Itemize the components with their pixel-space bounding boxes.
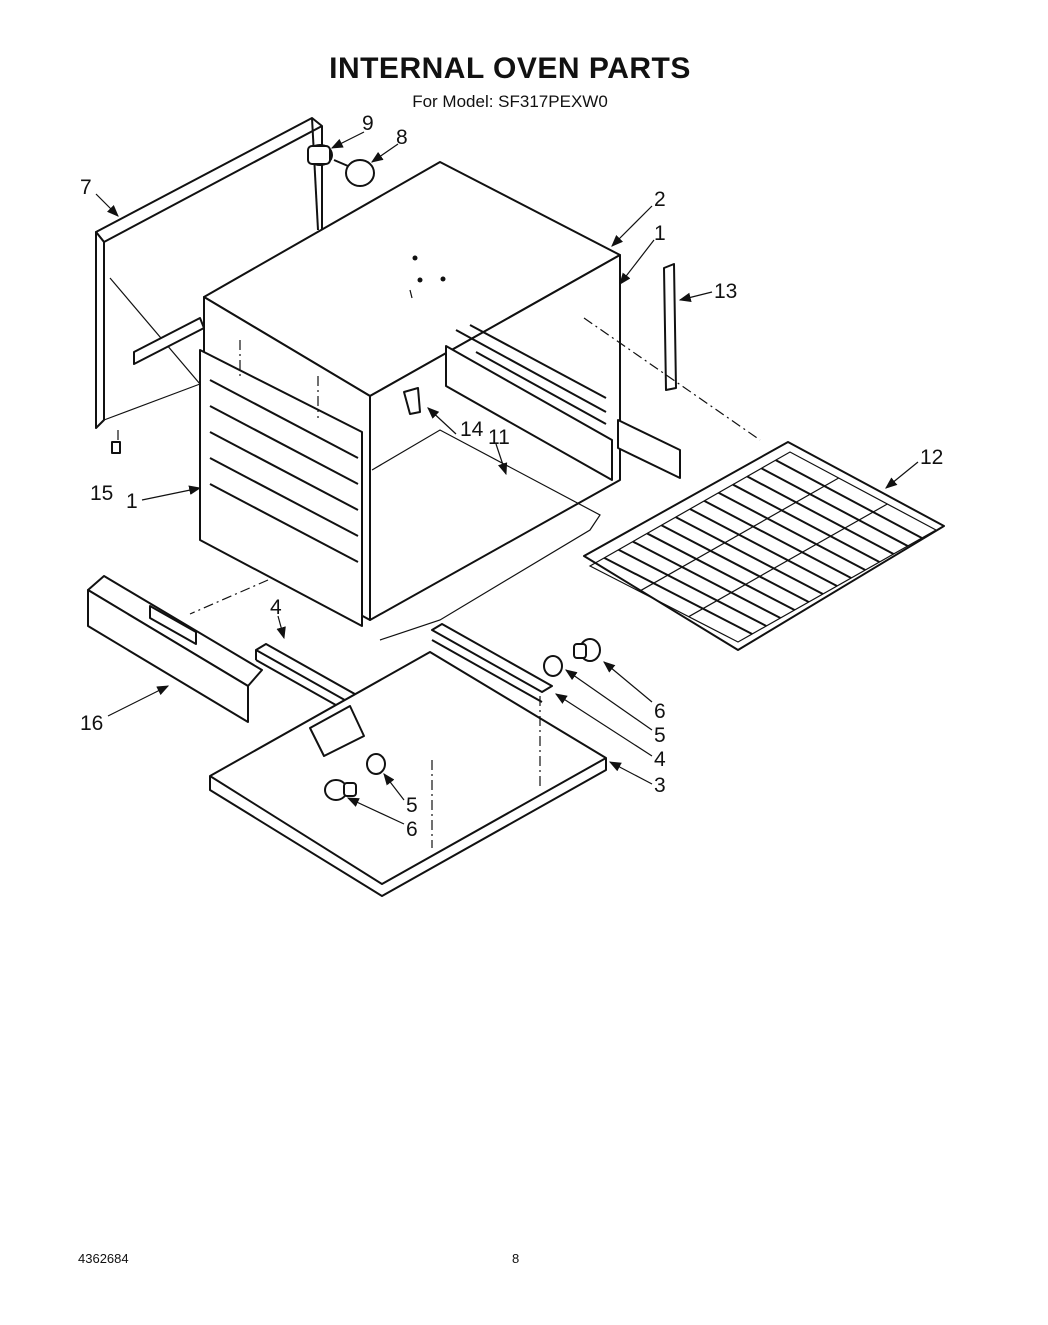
rack-wire xyxy=(718,491,866,571)
callout-16: 16 xyxy=(80,712,103,735)
rack-wire xyxy=(618,548,767,627)
rack-wire xyxy=(603,556,753,635)
part-front-trim xyxy=(87,575,263,723)
rack-wire xyxy=(646,532,796,611)
document-number: 4362684 xyxy=(78,1251,129,1266)
callout-15: 15 xyxy=(90,482,113,505)
callout-11: 11 xyxy=(488,426,510,449)
rack-wire xyxy=(660,524,810,603)
rack-wire xyxy=(746,475,895,555)
rack-wire xyxy=(632,540,781,619)
callout-1-right: 1 xyxy=(654,222,666,245)
part-clip xyxy=(403,387,421,415)
callout-leaders xyxy=(95,131,919,825)
page-number: 8 xyxy=(512,1251,520,1266)
rack-wire xyxy=(675,516,824,595)
callout-8: 8 xyxy=(396,126,408,149)
callout-5-right: 5 xyxy=(654,724,666,747)
callout-2: 2 xyxy=(654,188,666,211)
part-rack-support-left xyxy=(199,349,363,627)
callout-6-right: 6 xyxy=(654,700,666,723)
rack-wire xyxy=(689,508,838,587)
part-light-bulb xyxy=(333,159,375,187)
part-bottom-panel xyxy=(209,651,607,897)
callout-labels: 9 8 7 2 1 13 12 14 11 15 1 4 16 6 5 4 3 … xyxy=(80,112,943,841)
rack-wire xyxy=(732,483,880,563)
part-rack-support-right xyxy=(445,324,681,481)
part-bottom-rail-right xyxy=(431,623,553,703)
callout-5-left: 5 xyxy=(406,794,418,817)
assembly-lines xyxy=(117,317,761,848)
part-fastener xyxy=(111,441,121,454)
callout-9: 9 xyxy=(362,112,374,135)
rack-wire xyxy=(760,467,909,547)
callout-14: 14 xyxy=(460,418,484,441)
callout-12: 12 xyxy=(920,446,943,469)
rack-wire xyxy=(703,499,852,579)
part-knob-right xyxy=(573,638,601,662)
part-bushing-right xyxy=(543,655,563,677)
callout-3: 3 xyxy=(654,774,666,797)
page-title: INTERNAL OVEN PARTS xyxy=(329,52,691,85)
model-subtitle: For Model: SF317PEXW0 xyxy=(412,92,608,111)
callout-4-right: 4 xyxy=(654,748,666,771)
callout-6-left: 6 xyxy=(406,818,418,841)
rack-cross-wire xyxy=(688,503,888,618)
part-light-socket xyxy=(307,144,333,166)
callout-13: 13 xyxy=(714,280,737,303)
part-bushing-left xyxy=(366,753,386,775)
callout-7: 7 xyxy=(80,176,92,199)
part-knob-left xyxy=(324,779,357,801)
rack-wire xyxy=(775,459,923,539)
callout-1-left: 1 xyxy=(126,490,138,513)
part-oven-rack xyxy=(583,441,945,651)
callout-4-top: 4 xyxy=(270,596,282,619)
part-vent-duct xyxy=(95,117,323,429)
rack-cross-wire xyxy=(639,477,839,592)
part-side-trim xyxy=(663,263,677,391)
